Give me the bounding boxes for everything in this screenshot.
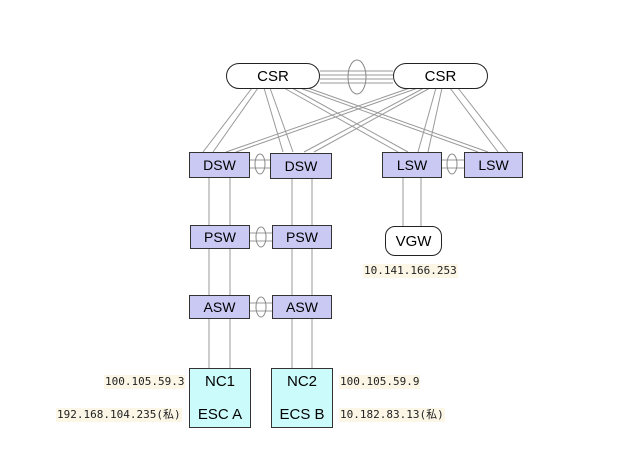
vgw-node: VGW [385,226,442,256]
host-nc1-label: ESC A [197,406,243,423]
psw-label-2: PSW [286,229,318,245]
nc1-private-ip-address: 192.168.104.235(私) [56,408,182,422]
lsw-label-2: LSW [478,157,509,173]
asw-label-2: ASW [286,299,318,315]
lsw-node-1: LSW [382,152,442,178]
host-nc1-name: NC1 [204,373,235,390]
host-nc2-label: ECS B [279,406,325,423]
asw-node-2: ASW [272,295,332,319]
csr-node-left: CSR [226,63,320,89]
csr-label-left: CSR [257,67,289,85]
vgw-label: VGW [395,232,432,250]
host-nc1: NC1 ESC A [189,368,251,428]
asw-node-1: ASW [189,295,250,319]
nc2-private-ip-address: 10.182.83.13(私) [339,408,445,422]
psw-node-2: PSW [272,225,332,249]
csr-node-right: CSR [393,63,488,89]
asw-label-1: ASW [203,299,236,315]
lsw-label-1: LSW [396,157,428,173]
vgw-ip-address: 10.141.166.253 [363,264,458,278]
psw-node-1: PSW [190,225,250,249]
dsw-node-2: DSW [270,153,332,179]
csr-label-right: CSR [424,67,457,85]
lsw-node-2: LSW [464,152,523,178]
dsw-label-2: DSW [284,158,318,174]
host-nc2-name: NC2 [286,373,317,390]
nc1-ip-address: 100.105.59.3 [104,375,186,389]
psw-label-1: PSW [204,229,236,245]
nc2-ip-address: 100.105.59.9 [339,375,421,389]
dsw-label-1: DSW [203,157,236,173]
dsw-node-1: DSW [189,152,250,178]
host-nc2: NC2 ECS B [271,368,333,428]
